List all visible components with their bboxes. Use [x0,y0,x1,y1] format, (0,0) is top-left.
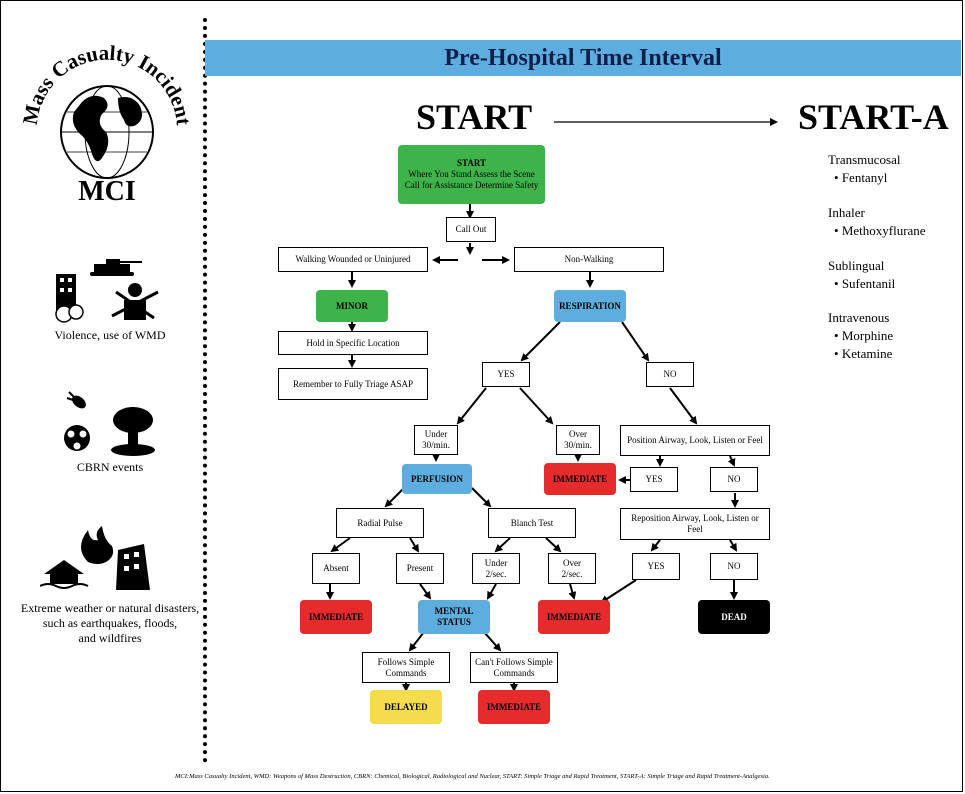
drug-item: • Methoxyflurane [834,223,926,238]
walking-box: Walking Wounded or Uninjured [278,247,428,272]
mci-logo: Mass Casualty Incident MCI [22,41,192,207]
gas-mask-icon [64,425,90,451]
tank-icon [90,259,142,276]
mental-status-box: MENTAL STATUS [418,600,490,634]
no-box: NO [710,467,758,492]
collapsed-building-icon [116,544,150,590]
start-box: START Where You Stand Assess the Scene C… [398,145,545,204]
category-label: Extreme weather or natural disasters, su… [20,601,200,645]
yes-box: YES [630,467,678,492]
immediate-box: IMMEDIATE [300,600,372,634]
mushroom-cloud-icon [111,407,155,456]
cbrn-icons [64,391,155,456]
globe-icon [60,85,154,179]
start-a-title: START-A [798,97,949,137]
banner-title: Pre-Hospital Time Interval [205,40,961,76]
call-out-box: Call Out [446,217,496,242]
blanch-test-box: Blanch Test [488,508,576,538]
drug-item: • Sufentanil [834,276,896,291]
immediate-box: IMMEDIATE [544,463,616,495]
dead-box: DEAD [698,600,770,634]
immediate-box: IMMEDIATE [478,690,550,724]
under-2-box: Under 2/sec. [472,553,520,584]
no-box: NO [710,553,758,580]
cant-follow-commands-box: Can't Follows Simple Commands [470,652,558,683]
yes-box: YES [632,553,680,580]
drug-name: Methoxyflurane [841,223,926,238]
category-label: CBRN events [76,460,144,474]
drug-name: Sufentanil [841,276,896,291]
bomb-icon [66,391,86,409]
flood-house-icon [40,560,89,589]
violence-icons [55,259,159,323]
reposition-airway-box: Reposition Airway, Look, Listen or Feel [620,508,770,540]
under-30-box: Under 30/min. [414,425,458,455]
drug-name: Fentanyl [841,170,888,185]
route-label: Intravenous [828,310,890,325]
no-box: NO [646,362,694,387]
respiration-box: RESPIRATION [554,290,626,322]
radial-pulse-box: Radial Pulse [336,508,424,538]
over-30-box: Over 30/min. [556,425,600,455]
over-2-box: Over 2/sec. [548,553,596,584]
category-label: Violence, use of WMD [54,328,166,342]
minor-box: MINOR [316,290,388,322]
route-label: Inhaler [828,205,865,220]
disaster-icons [40,526,150,590]
delayed-box: DELAYED [370,690,442,724]
perfusion-box: PERFUSION [402,464,472,494]
start-box-body: Where You Stand Assess the Scene Call fo… [404,169,539,190]
soldier-icon [111,283,159,320]
follows-commands-box: Follows Simple Commands [362,652,450,683]
route-label: Transmucosal [828,152,901,167]
non-walking-box: Non-Walking [514,247,664,272]
footer-note: MCI:Mass Casualty Incident, WMD: Weapons… [175,773,770,780]
damaged-building-icon [55,274,84,323]
immediate-box: IMMEDIATE [538,600,610,634]
drug-name: Ketamine [841,346,893,361]
drug-item: • Ketamine [834,346,893,361]
remember-box: Remember to Fully Triage ASAP [278,368,428,400]
start-box-title: START [456,158,487,168]
start-title: START [416,97,533,137]
logo-mci-text: MCI [78,176,136,207]
dotted-separator [203,18,207,763]
drug-item: • Fentanyl [834,170,888,185]
hold-box: Hold in Specific Location [278,331,428,355]
absent-box: Absent [312,553,360,584]
drug-item: • Morphine [834,328,894,343]
fire-icon [81,526,114,564]
route-label: Sublingual [828,258,885,273]
drug-name: Morphine [841,328,894,343]
present-box: Present [396,553,444,584]
yes-box: YES [482,362,530,387]
position-airway-box: Position Airway, Look, Listen or Feel [620,425,770,456]
